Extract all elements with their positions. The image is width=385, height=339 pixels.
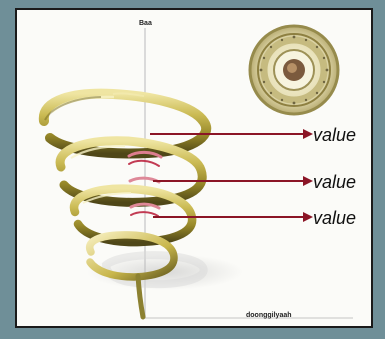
bottom-axis-label: doonggilyaah xyxy=(246,312,292,319)
diagram-panel: Baa doonggilyaah value value value xyxy=(15,8,373,328)
value-label-1: value xyxy=(313,126,356,144)
top-axis-label: Baa xyxy=(139,20,152,27)
circular-seal-icon xyxy=(250,26,338,114)
arrow-2-head xyxy=(303,176,313,186)
arrow-1-head xyxy=(303,129,313,139)
coil-diagram xyxy=(17,10,373,328)
value-label-3: value xyxy=(313,209,356,227)
value-label-2: value xyxy=(313,173,356,191)
value-arrows xyxy=(150,129,313,222)
arrow-3-head xyxy=(303,212,313,222)
